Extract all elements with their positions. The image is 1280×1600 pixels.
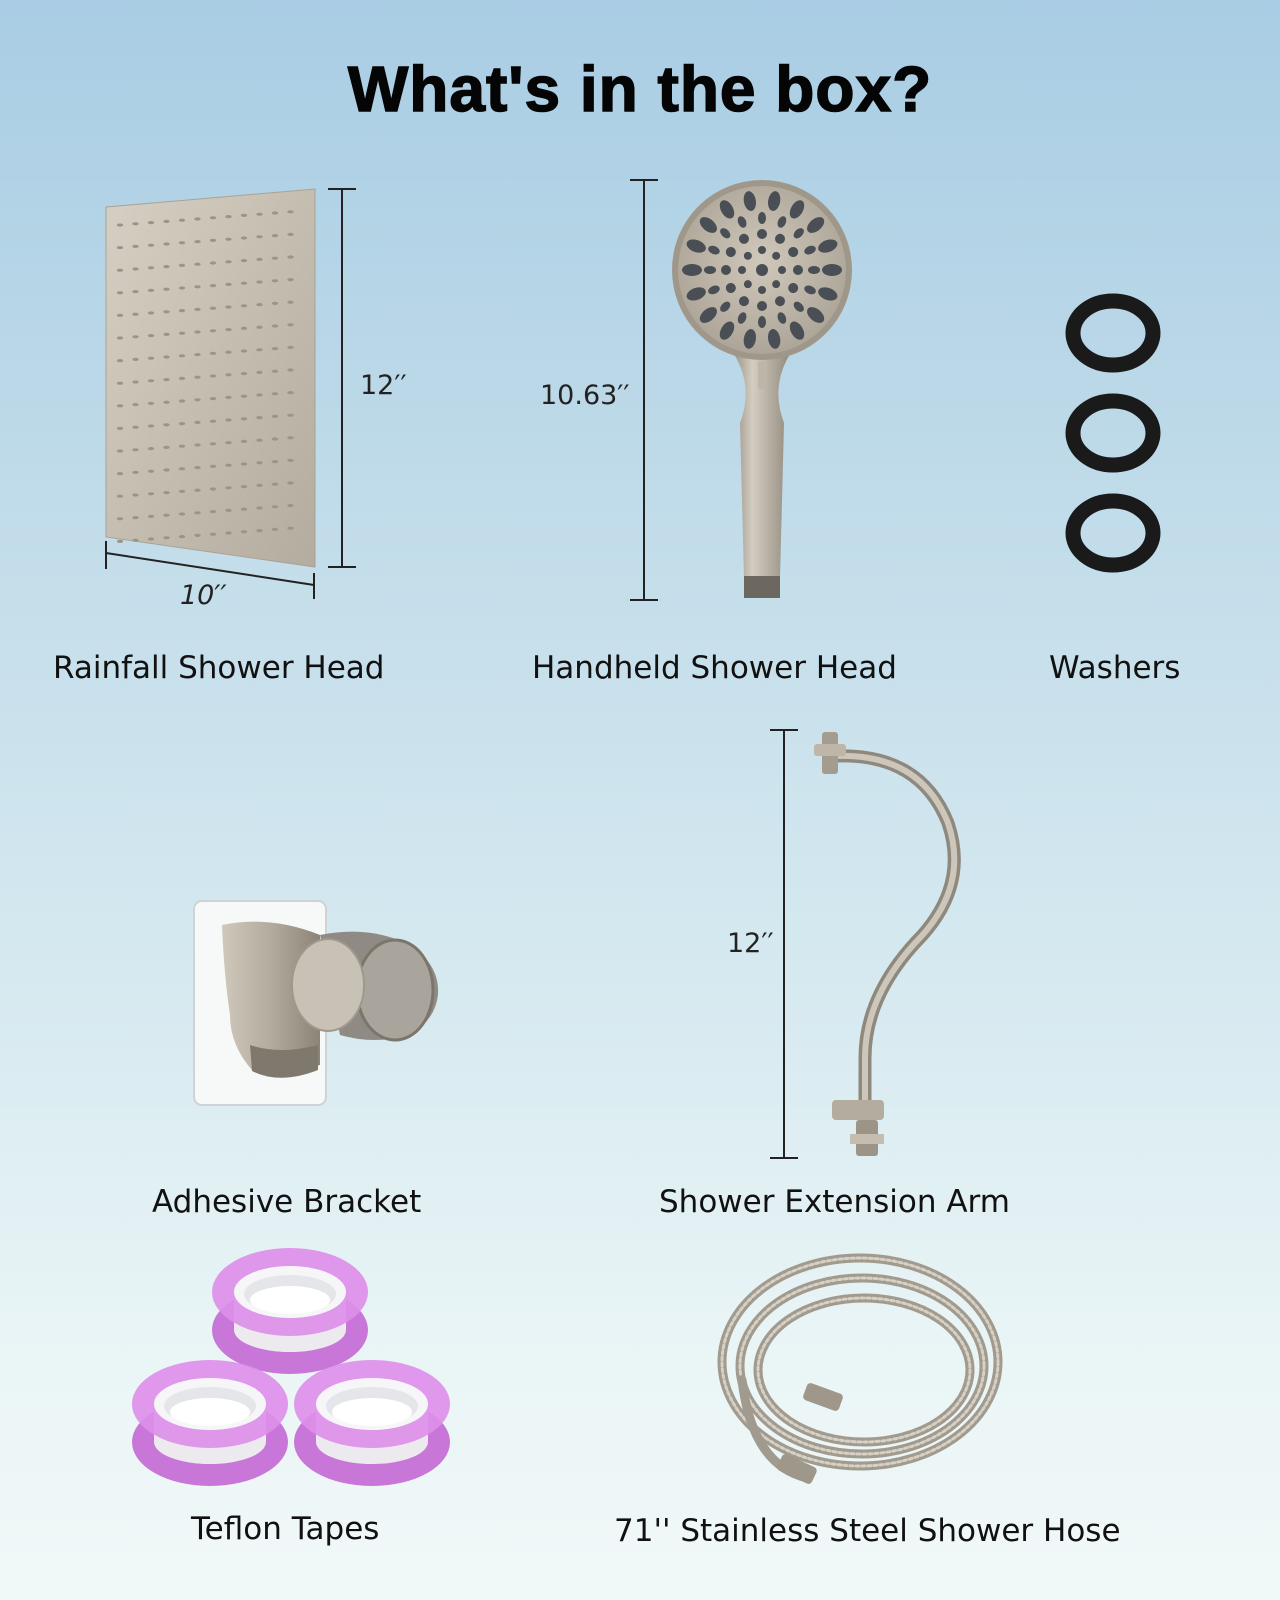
teflon-tapes-image: [132, 1248, 450, 1486]
washer-icon: [1065, 293, 1161, 373]
page-title: What's in the box?: [347, 52, 933, 126]
arm-height-dimension: 12′′: [727, 928, 774, 959]
washer-icon: [1065, 393, 1161, 473]
rainfall-width-dimension: 10′′: [180, 580, 227, 611]
handheld-height-dimension: 10.63′′: [540, 380, 630, 411]
washers-label: Washers: [1049, 650, 1181, 686]
teflon-tape-icon: [294, 1360, 450, 1486]
handheld-shower-head-image: [630, 179, 852, 601]
adhesive-bracket-image: [193, 900, 439, 1106]
rainfall-shower-head-image: [105, 188, 356, 599]
shower-hose-image: [717, 1253, 1003, 1484]
teflon-tape-icon: [212, 1248, 368, 1374]
adhesive-bracket-label: Adhesive Bracket: [152, 1184, 422, 1220]
washers-image: [1065, 293, 1161, 573]
shower-hose-label: 71'' Stainless Steel Shower Hose: [614, 1513, 1121, 1549]
shower-extension-arm-label: Shower Extension Arm: [659, 1184, 1010, 1220]
washer-icon: [1065, 493, 1161, 573]
extension-arm-image: [770, 729, 961, 1159]
handheld-shower-head-label: Handheld Shower Head: [532, 650, 897, 686]
rainfall-height-dimension: 12′′: [360, 370, 407, 401]
rainfall-shower-head-label: Rainfall Shower Head: [53, 650, 385, 686]
teflon-tape-icon: [132, 1360, 288, 1486]
teflon-tapes-label: Teflon Tapes: [191, 1511, 380, 1547]
